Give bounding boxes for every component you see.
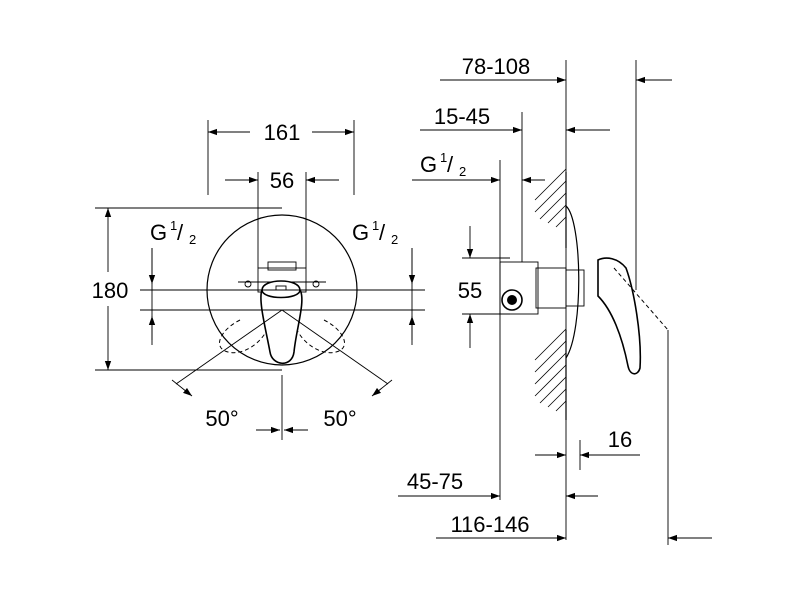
lever-left-position bbox=[219, 319, 269, 354]
dim-width-inner: 56 bbox=[270, 168, 294, 193]
dim-offset: 16 bbox=[608, 427, 632, 452]
svg-text:/: / bbox=[379, 220, 386, 245]
svg-text:1: 1 bbox=[170, 218, 177, 233]
dim-width-overall: 161 bbox=[264, 120, 301, 145]
svg-text:2: 2 bbox=[459, 164, 466, 179]
thread-label-side: G 1 / 2 bbox=[420, 150, 466, 179]
front-view: 161 56 180 G 1 / 2 G 1 / 2 bbox=[92, 120, 425, 440]
angle-right: 50° bbox=[323, 406, 356, 431]
dim-height: 180 bbox=[92, 278, 129, 303]
dim-depth-range: 78-108 bbox=[462, 54, 531, 79]
dim-total-range: 116-146 bbox=[450, 512, 529, 537]
lever-side bbox=[597, 257, 642, 375]
side-view: 78-108 15-45 G 1 / 2 55 16 45-75 116-146 bbox=[398, 54, 712, 545]
svg-text:G: G bbox=[352, 220, 369, 245]
lever-handle bbox=[260, 289, 303, 365]
cartridge-cap bbox=[267, 261, 297, 271]
svg-text:G: G bbox=[150, 220, 167, 245]
svg-text:1: 1 bbox=[440, 150, 447, 165]
lever-top bbox=[261, 280, 301, 299]
dim-wall-range: 45-75 bbox=[407, 469, 463, 494]
svg-text:1: 1 bbox=[372, 218, 379, 233]
svg-text:2: 2 bbox=[391, 232, 398, 247]
dim-mount-range: 15-45 bbox=[434, 104, 490, 129]
angle-left: 50° bbox=[205, 406, 238, 431]
thread-label-left: G 1 / 2 bbox=[150, 218, 196, 247]
svg-text:G: G bbox=[420, 152, 437, 177]
svg-text:/: / bbox=[177, 220, 184, 245]
svg-text:2: 2 bbox=[189, 232, 196, 247]
wall-hatching bbox=[534, 168, 567, 412]
cover-plate-side bbox=[565, 205, 580, 359]
dim-height-small: 55 bbox=[458, 278, 482, 303]
thread-label-right: G 1 / 2 bbox=[352, 218, 398, 247]
svg-text:/: / bbox=[447, 152, 454, 177]
lever-right-position bbox=[295, 319, 345, 354]
